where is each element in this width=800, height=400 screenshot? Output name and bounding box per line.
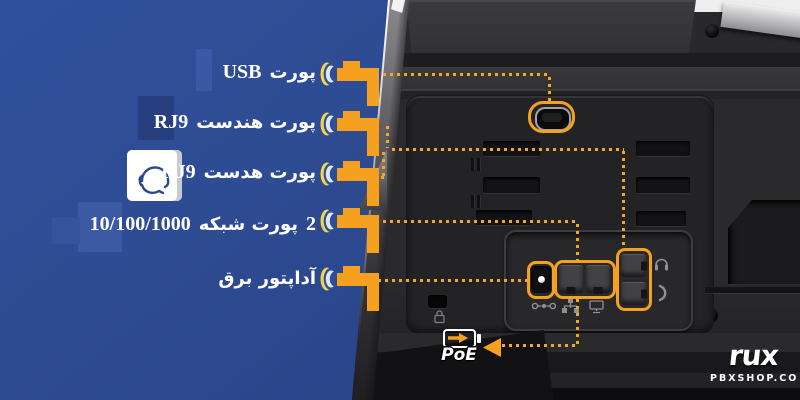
shell-band-shadow xyxy=(378,53,800,67)
connector-arrow-icon xyxy=(320,266,379,311)
rj9-handset-port xyxy=(621,282,646,305)
connector-arrow-icon xyxy=(320,161,379,206)
pc-icon xyxy=(589,300,604,314)
brand-logo: rux PBXSHOP.CO xyxy=(710,339,796,384)
kensington-slot xyxy=(428,295,447,308)
connector-arrow-icon xyxy=(320,208,379,253)
leader-network-v2 xyxy=(576,299,579,344)
shell-band xyxy=(378,67,800,90)
label-usb-fa: پورت xyxy=(269,62,317,83)
deco-rect xyxy=(78,202,122,252)
top-white-wedge xyxy=(391,0,405,13)
dc-power-icon xyxy=(531,302,557,310)
notch-mark xyxy=(471,195,474,208)
mounting-slot xyxy=(636,141,690,156)
label-power-fa: آداپتور برق xyxy=(218,268,316,289)
deco-rect xyxy=(196,49,212,91)
connector-arrow-icon xyxy=(320,111,379,156)
label-usb-en: USB xyxy=(222,61,262,83)
label-handset-port: پورت هندست RJ9 xyxy=(154,111,316,134)
notch-mark xyxy=(477,158,480,171)
battery-charge-arrow xyxy=(448,333,468,343)
logo-mark: rux xyxy=(726,339,780,372)
network-port-1 xyxy=(559,265,583,293)
label-handset-en: RJ9 xyxy=(153,111,189,133)
leader-headset-v xyxy=(382,152,385,177)
label-handset-fa: پورت هندست xyxy=(196,112,316,133)
screw-top-right xyxy=(705,24,719,38)
poe-label: PoE xyxy=(441,345,477,365)
label-network-fa: پورت شبکه xyxy=(198,214,298,235)
battery-tip xyxy=(477,334,481,343)
label-network-speed: 10/100/1000 xyxy=(89,213,191,235)
deco-rect xyxy=(52,217,80,244)
leader-handset-stub xyxy=(386,126,389,148)
side-groove xyxy=(705,287,800,293)
leader-power-h xyxy=(371,279,528,282)
label-network-ports: 2 پورت شبکه 10/100/1000 xyxy=(90,213,316,236)
power-jack-highlight xyxy=(527,261,555,299)
network-ports-highlight xyxy=(554,260,616,299)
network-port-2 xyxy=(586,265,610,293)
mounting-slot xyxy=(636,177,690,193)
usb-port-highlight xyxy=(528,101,575,133)
stand-bracket xyxy=(406,0,696,57)
mounting-slot xyxy=(636,211,686,226)
right-recess xyxy=(728,200,800,284)
label-headset-en: RJ9 xyxy=(161,161,196,183)
leader-handset-h xyxy=(392,148,624,151)
leader-poe-h xyxy=(502,344,578,347)
label-network-count: 2 xyxy=(306,213,316,235)
rj9-headset-port xyxy=(621,254,646,277)
headset-icon xyxy=(138,166,170,195)
connector-arrow-icon xyxy=(320,61,379,106)
label-usb-port: پورت USB xyxy=(223,61,316,84)
deco-rect xyxy=(138,96,174,140)
headset-mini-icon xyxy=(655,258,668,271)
leader-network-v1 xyxy=(576,224,579,262)
handset-mini-icon xyxy=(658,284,667,302)
leader-network-h xyxy=(369,220,578,223)
mounting-slot xyxy=(483,177,540,193)
leader-usb-h xyxy=(383,73,550,76)
notch-mark xyxy=(471,158,474,171)
label-headset-fa: پورت هدست xyxy=(203,162,316,183)
label-power-adapter: آداپتور برق xyxy=(218,268,316,289)
notch-mark xyxy=(477,195,480,208)
rj9-ports-highlight xyxy=(616,248,652,311)
site-name: PBXSHOP.CO xyxy=(710,373,799,384)
power-jack-pin xyxy=(538,276,545,283)
usb-port-inner xyxy=(542,113,562,122)
shell-ledge-highlight xyxy=(378,89,800,91)
leader-rj9-v xyxy=(622,151,625,248)
label-headset-port: پورت هدست RJ9 xyxy=(161,161,316,184)
leader-usb-v xyxy=(548,77,551,103)
lock-icon xyxy=(434,310,445,324)
